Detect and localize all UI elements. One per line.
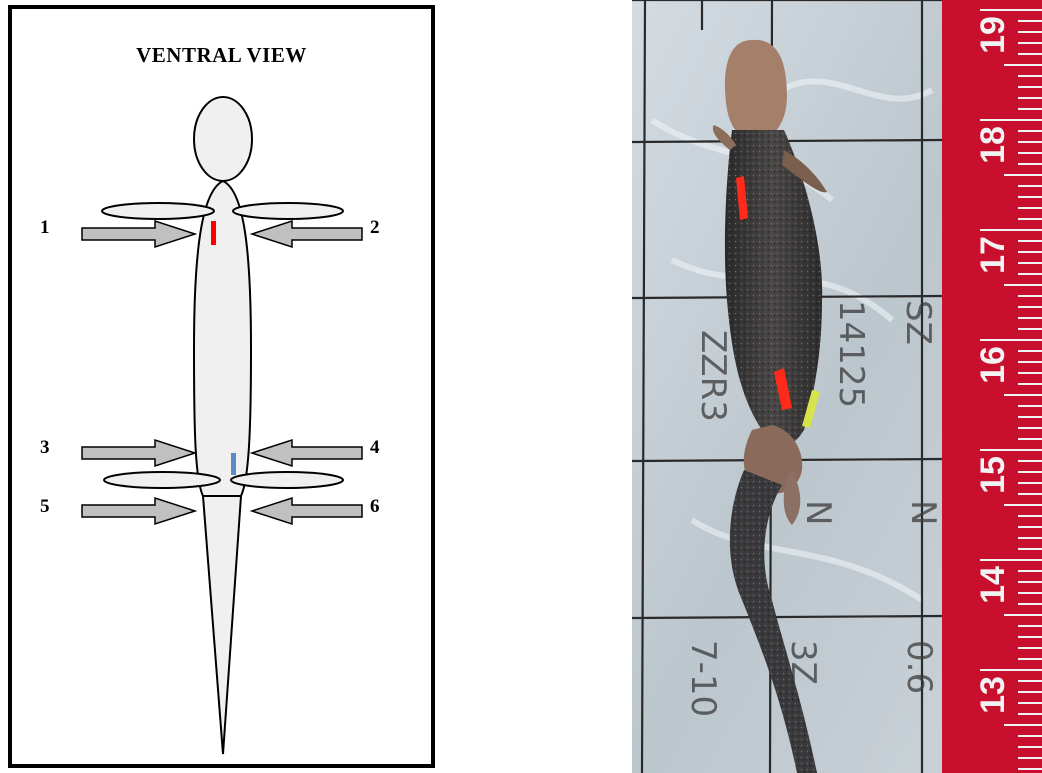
svg-text:7-10: 7-10	[683, 640, 723, 717]
svg-text:N: N	[903, 500, 943, 525]
ruler: 19 18 17 16 15 14 13	[942, 0, 1042, 773]
arrow-1	[82, 221, 195, 247]
arrow-label-2: 2	[370, 217, 380, 239]
ruler-number: 16	[974, 346, 1012, 384]
arrow-label-6: 6	[370, 496, 380, 518]
red-mark	[211, 221, 216, 245]
svg-text:0.6: 0.6	[899, 640, 939, 694]
ruler-number: 19	[974, 16, 1012, 54]
diagram-drawing	[12, 9, 439, 772]
arrow-2	[252, 221, 362, 247]
photo-drawing: ZZR3 14125 SZ N N 7-10 3Z 0.6	[632, 0, 1042, 773]
specimen-photo: ZZR3 14125 SZ N N 7-10 3Z 0.6	[632, 0, 1042, 773]
right-forelimb	[233, 203, 343, 219]
head-shape	[194, 97, 252, 181]
left-hindlimb	[104, 472, 220, 488]
right-hindlimb	[231, 472, 343, 488]
arrow-4	[252, 440, 362, 466]
arrow-label-3: 3	[40, 437, 50, 459]
ruler-number: 14	[974, 566, 1012, 604]
tail-shape	[203, 496, 241, 754]
arrow-label-1: 1	[40, 217, 50, 239]
arrow-label-4: 4	[370, 437, 380, 459]
left-forelimb	[102, 203, 214, 219]
svg-text:ZZR3: ZZR3	[693, 330, 733, 422]
svg-text:SZ: SZ	[898, 300, 938, 345]
ruler-number: 17	[974, 236, 1012, 274]
ruler-number: 13	[974, 676, 1012, 714]
ventral-view-diagram: VENTRAL VIEW 1 2 3 4 5 6	[8, 5, 435, 768]
arrow-label-5: 5	[40, 496, 50, 518]
trunk-shape	[194, 181, 251, 496]
arrow-6	[252, 498, 362, 524]
arrow-5	[82, 498, 195, 524]
blue-mark	[231, 453, 236, 475]
arrow-3	[82, 440, 195, 466]
ruler-number: 15	[974, 456, 1012, 494]
svg-text:14125: 14125	[831, 300, 871, 408]
svg-text:N: N	[798, 500, 838, 525]
ruler-number: 18	[974, 126, 1012, 164]
specimen-head	[725, 40, 787, 140]
